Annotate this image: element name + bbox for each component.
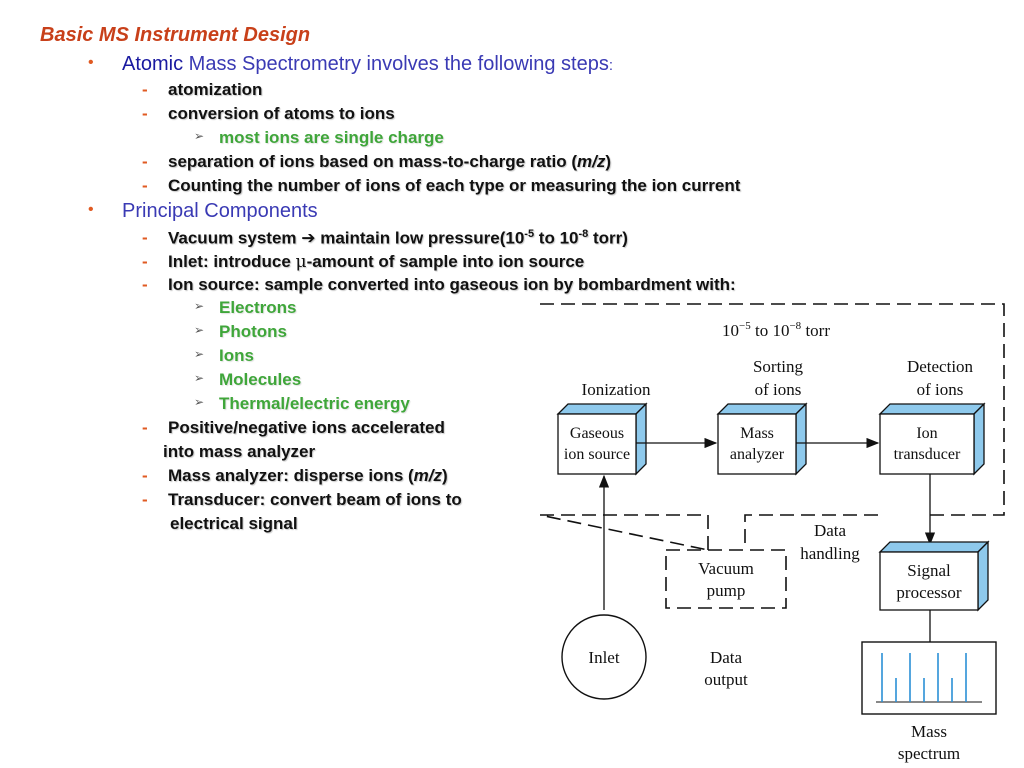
- analyzer-prefix: Mass analyzer: disperse ions (: [168, 466, 414, 485]
- box-label: processor: [896, 583, 961, 602]
- component-inlet: -Inlet: introduce μ-amount of sample int…: [142, 252, 585, 272]
- detection-label-1: Detection: [907, 357, 974, 376]
- step-label: conversion of atoms to ions: [168, 104, 395, 123]
- mass-spectrum-label-2: spectrum: [898, 744, 960, 763]
- step-label: Counting the number of ions of each type…: [168, 176, 741, 195]
- arrowhead-bullet-icon: ➢: [194, 323, 205, 337]
- inlet-prefix: Inlet: introduce: [168, 252, 296, 271]
- bullet-text: Principal Components: [122, 200, 318, 222]
- step-label: separation of ions based on mass-to-char…: [168, 152, 578, 171]
- arrowhead-bullet-icon: ➢: [194, 395, 205, 409]
- box-label: Signal: [907, 561, 951, 580]
- bullet-colon: :: [608, 57, 614, 74]
- ms-instrument-diagram: 10−5 to 10−8 torr Ionization Sorting of …: [539, 303, 1005, 763]
- ion-source-text: Ion source: sample converted into gaseou…: [168, 275, 736, 294]
- ionization-label: Ionization: [582, 380, 651, 399]
- box-label: Gaseous: [570, 425, 624, 442]
- data-output-label-2: output: [704, 670, 748, 689]
- bullet-word-atomic: Atomic: [122, 53, 184, 75]
- bombardment-label: Molecules: [219, 370, 302, 389]
- inlet-label: Inlet: [588, 648, 619, 667]
- signal-processor-box: Signal processor: [878, 540, 990, 612]
- data-output-label-1: Data: [710, 648, 743, 667]
- box-label: Ion: [916, 425, 937, 442]
- bombardment-molecules: ➢ Molecules: [194, 370, 302, 390]
- inlet-circle: Inlet: [561, 614, 647, 700]
- component-accelerated: -Positive/negative ions accelerated: [142, 418, 445, 437]
- exponent-2: -8: [578, 228, 589, 240]
- step-counting: -Counting the number of ions of each typ…: [142, 176, 741, 195]
- right-arrow-icon: ➔: [301, 228, 316, 248]
- vacuum-end: torr): [588, 228, 628, 248]
- bullet-dot: •: [88, 201, 94, 218]
- close-paren: ): [442, 466, 448, 485]
- bombardment-label: Thermal/electric energy: [219, 394, 410, 413]
- data-handling-label-1: Data: [814, 521, 847, 540]
- box-label: ion source: [564, 446, 630, 463]
- vacuum-prefix: Vacuum system: [168, 228, 302, 248]
- component-ion-source: -Ion source: sample converted into gaseo…: [142, 275, 736, 294]
- arrowhead-bullet-icon: ➢: [194, 299, 205, 313]
- arrowhead-bullet-icon: ➢: [194, 129, 205, 143]
- step-separation: -separation of ions based on mass-to-cha…: [142, 152, 612, 171]
- bullet-dot: •: [88, 54, 94, 71]
- close-paren: ): [605, 152, 612, 171]
- box-label: pump: [707, 581, 746, 600]
- sorting-label-1: Sorting: [753, 357, 804, 376]
- data-handling-label-2: handling: [800, 544, 860, 563]
- gaseous-ion-source-box: Gaseous ion source: [556, 402, 648, 476]
- ion-transducer-box: Ion transducer: [878, 402, 986, 476]
- transducer-line-2: electrical signal: [170, 514, 298, 533]
- bullet-atomic-ms: • Atomic Mass Spectrometry involves the …: [88, 53, 614, 76]
- mz-symbol: m/z: [413, 466, 442, 485]
- component-transducer: -Transducer: convert beam of ions to: [142, 490, 462, 509]
- mass-spectrum-display: [861, 641, 997, 715]
- component-accelerated-cont: into mass analyzer: [163, 442, 315, 462]
- exponent-1: -5: [524, 228, 535, 240]
- vacuum-enclosure: [539, 303, 1005, 551]
- component-analyzer: -Mass analyzer: disperse ions (m/z): [142, 466, 448, 485]
- bullet-text: Mass Spectrometry involves the following…: [183, 53, 609, 75]
- slide-title: Basic MS Instrument Design: [40, 24, 311, 46]
- component-vacuum: -Vacuum system ➔ maintain low pressure(1…: [142, 228, 628, 248]
- pressure-label: 10−5 to 10−8 torr: [722, 320, 830, 340]
- sorting-label-2: of ions: [755, 380, 802, 399]
- mass-analyzer-box: Mass analyzer: [716, 402, 808, 476]
- sub-step-single-charge: ➢ most ions are single charge: [194, 128, 444, 148]
- mass-spectrum-label-1: Mass: [911, 722, 947, 741]
- box-label: Mass: [740, 425, 774, 442]
- bombardment-electrons: ➢ Electrons: [194, 298, 297, 318]
- component-transducer-cont: electrical signal: [170, 514, 298, 534]
- box-label: Vacuum: [698, 559, 754, 578]
- detection-label-2: of ions: [917, 380, 964, 399]
- arrowhead-bullet-icon: ➢: [194, 371, 205, 385]
- step-conversion: -conversion of atoms to ions: [142, 104, 395, 123]
- vacuum-text: maintain low pressure(10: [315, 228, 525, 248]
- bombardment-label: Ions: [219, 346, 254, 365]
- box-label: analyzer: [730, 446, 785, 463]
- box-label: transducer: [894, 446, 961, 463]
- bombardment-ions: ➢ Ions: [194, 346, 254, 366]
- bullet-principal-components: • Principal Components: [88, 200, 318, 223]
- accel-line-1: Positive/negative ions accelerated: [168, 418, 445, 437]
- bombardment-thermal: ➢ Thermal/electric energy: [194, 394, 410, 414]
- sub-step-label: most ions are single charge: [219, 128, 444, 147]
- bombardment-label: Electrons: [219, 298, 297, 317]
- arrowhead-bullet-icon: ➢: [194, 347, 205, 361]
- spectrum-peaks: [881, 653, 967, 702]
- inlet-rest: -amount of sample into ion source: [306, 252, 585, 271]
- transducer-line-1: Transducer: convert beam of ions to: [168, 490, 462, 509]
- mz-symbol: m/z: [577, 152, 606, 171]
- bombardment-label: Photons: [219, 322, 287, 341]
- bombardment-photons: ➢ Photons: [194, 322, 287, 342]
- accel-line-2: into mass analyzer: [163, 442, 316, 461]
- mu-symbol: μ: [295, 252, 307, 272]
- vacuum-pump-box: Vacuum pump: [665, 549, 787, 609]
- step-atomization: -atomization: [142, 80, 263, 99]
- vacuum-mid: to 10: [534, 228, 579, 248]
- step-label: atomization: [168, 80, 263, 99]
